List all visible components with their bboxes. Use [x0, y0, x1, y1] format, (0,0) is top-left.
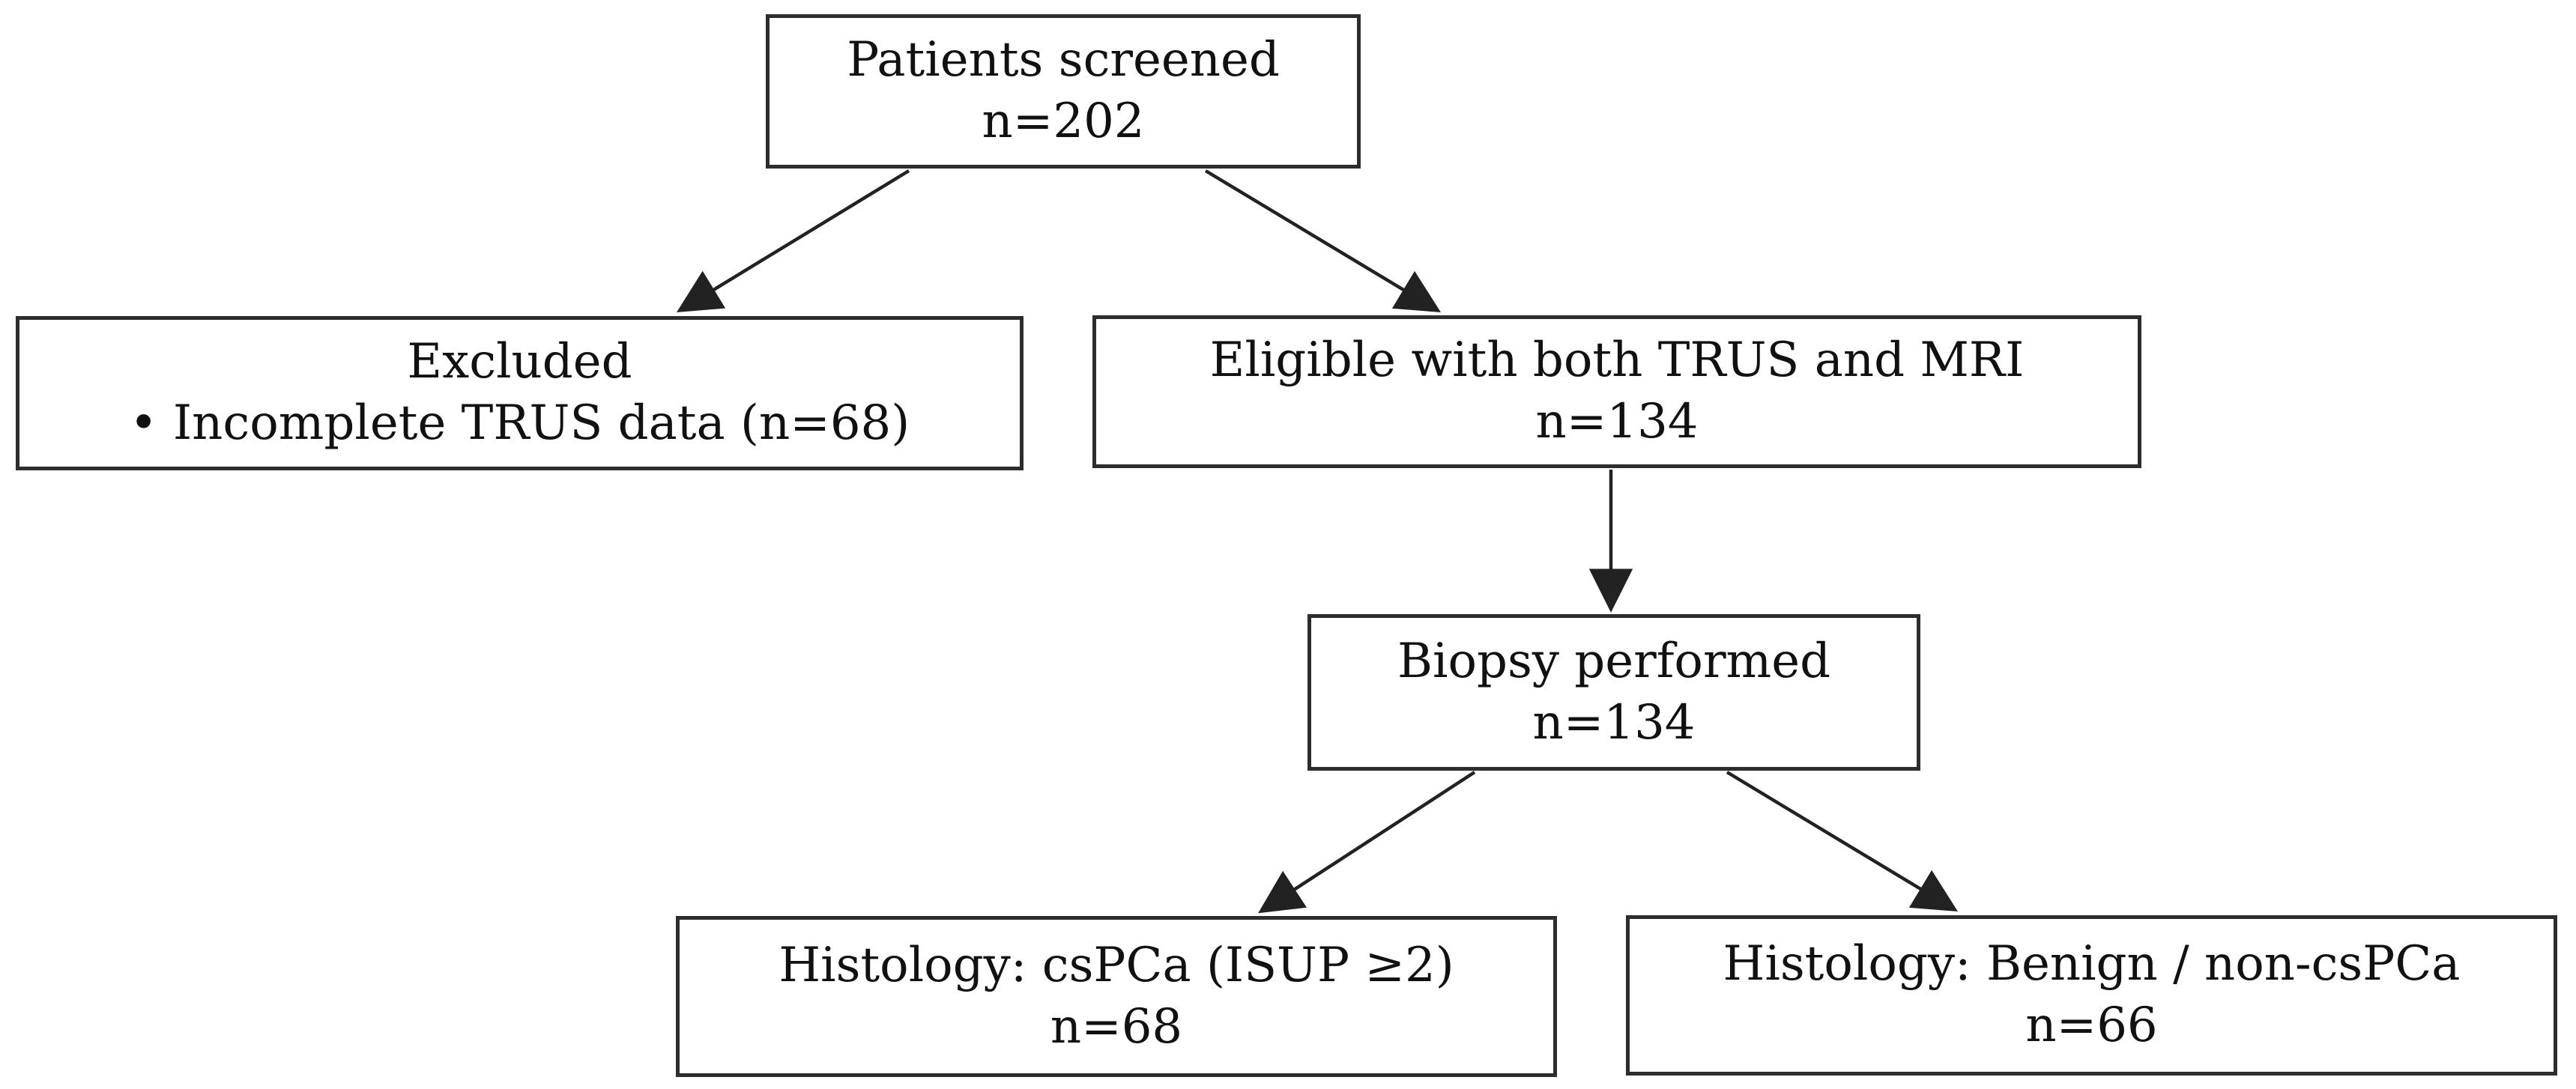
edge-biopsy-to-benign [1726, 771, 1959, 912]
node-biopsy-performed: Biopsy performed n=134 [1307, 614, 1920, 771]
node-count: n=202 [982, 94, 1145, 149]
edge-screened-to-eligible [1204, 169, 1442, 313]
node-count: n=68 [1050, 998, 1183, 1055]
node-eligible-trus-mri: Eligible with both TRUS and MRI n=134 [1092, 315, 2141, 468]
node-histology-cspca: Histology: csPCa (ISUP ≥2) n=68 [676, 916, 1557, 1077]
node-patients-screened: Patients screened n=202 [766, 14, 1361, 169]
node-label-line1: Biopsy performed [1397, 633, 1831, 689]
node-excluded: Excluded • Incomplete TRUS data (n=68) [16, 316, 1024, 470]
node-count: n=134 [1532, 694, 1696, 750]
node-label-line1: Excluded [407, 334, 632, 390]
node-label-line1: Histology: Benign / non-csPCa [1723, 936, 2461, 992]
edge-biopsy-to-cspca [1258, 771, 1476, 914]
node-count: n=66 [2025, 998, 2158, 1053]
node-count: n=134 [1535, 394, 1699, 449]
node-histology-benign: Histology: Benign / non-csPCa n=66 [1626, 915, 2557, 1076]
node-bullet-line: • Incomplete TRUS data (n=68) [129, 395, 910, 451]
edge-screened-to-excluded [677, 169, 910, 313]
node-label-line1: Patients screened [847, 32, 1280, 88]
node-label-line1: Histology: csPCa (ISUP ≥2) [778, 937, 1454, 993]
node-label-line1: Eligible with both TRUS and MRI [1209, 333, 2025, 389]
